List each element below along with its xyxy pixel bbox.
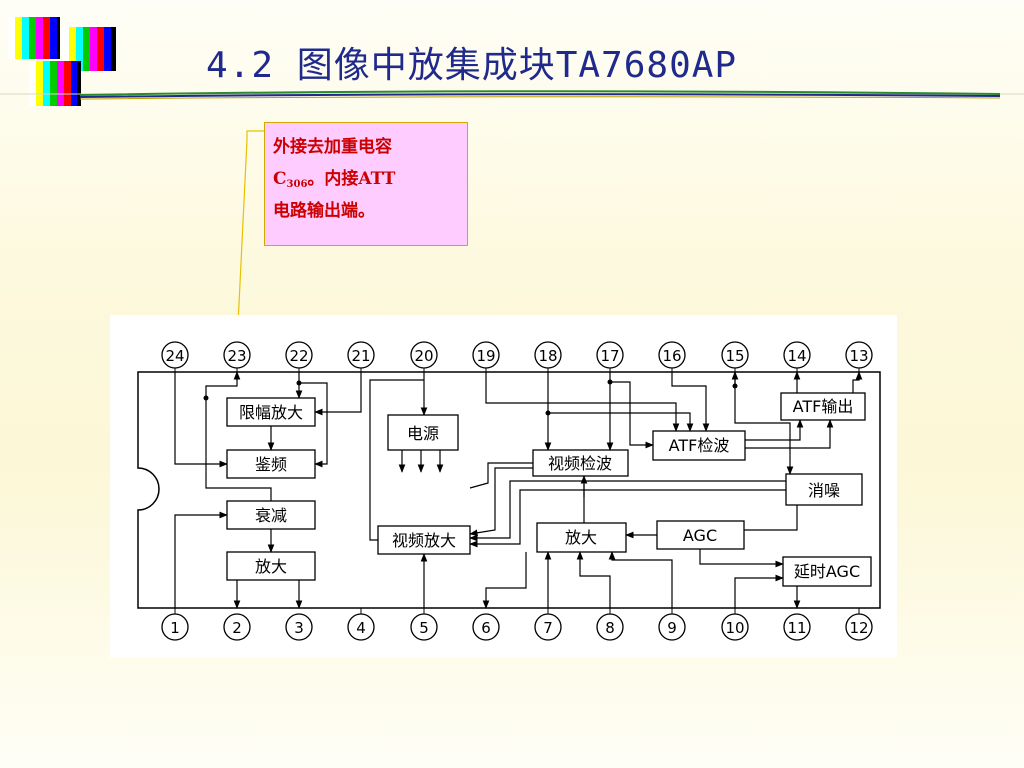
pin-22: 22 (285, 341, 313, 372)
note-line-2-rest: 。内接ATT (307, 169, 396, 189)
pin-13: 13 (845, 341, 873, 372)
block-labels: 限幅放大 鉴频 衰减 放大 电源 视频检波 ATF检波 ATF输出 消噪 视频放… (239, 397, 860, 581)
pin-8: 8 (596, 608, 624, 641)
block-delay-agc (782, 556, 872, 587)
block-atf-output (780, 392, 866, 421)
ta7680ap-schematic: 24 23 22 21 20 19 18 17 16 15 14 13 1 2 … (137, 341, 881, 641)
pin-11: 11 (783, 613, 811, 641)
blocks (226, 392, 872, 587)
ic-outline (137, 371, 881, 609)
pin-17: 17 (596, 341, 624, 372)
pin-label: 6 (481, 619, 491, 637)
annotation-note: 外接去加重电容 C306。内接ATT 电路输出端。 (264, 122, 468, 246)
pin-18: 18 (534, 341, 562, 372)
block-atf-detector (652, 430, 746, 461)
pin-23: 23 (223, 341, 251, 372)
block-noise-cancel (785, 473, 863, 506)
pin-label: 24 (165, 347, 184, 365)
pins-bottom: 1 2 3 4 5 6 7 8 9 10 11 12 (161, 608, 873, 641)
pin-21: 21 (347, 341, 375, 372)
pin-label: 5 (419, 619, 429, 637)
pin-14: 14 (783, 341, 811, 372)
pin-label: 8 (605, 619, 615, 637)
pin-label: 21 (351, 347, 370, 365)
note-line-3: 电路输出端。 (273, 201, 375, 221)
note-component-sub: 306 (286, 179, 308, 190)
label-noise-cancel: 消噪 (808, 481, 840, 500)
pin-label: 9 (667, 619, 677, 637)
page-title: 4.2 图像中放集成块TA7680AP (206, 45, 738, 86)
pin-label: 3 (294, 619, 304, 637)
connections (174, 371, 863, 609)
pin-12: 12 (845, 608, 873, 641)
label-discriminator: 鉴频 (255, 455, 287, 474)
pin-label: 17 (600, 347, 619, 365)
color-bar-block-3 (29, 61, 81, 106)
pin-label: 12 (849, 619, 868, 637)
label-power: 电源 (407, 424, 439, 443)
label-atf-detector: ATF检波 (669, 436, 730, 455)
pin-label: 7 (543, 619, 553, 637)
pin-16: 16 (658, 341, 686, 372)
pins-top: 24 23 22 21 20 19 18 17 16 15 14 13 (161, 341, 873, 372)
label-amp-left: 放大 (255, 557, 287, 576)
pin-7: 7 (534, 608, 562, 641)
label-limiter: 限幅放大 (239, 403, 303, 422)
block-limiter (226, 397, 316, 427)
color-bars-logo (8, 17, 116, 106)
pin-label: 20 (414, 347, 433, 365)
label-delay-agc: 延时AGC (794, 562, 860, 581)
pin-4: 4 (347, 608, 375, 641)
pin-label: 14 (787, 347, 806, 365)
pin-3: 3 (285, 613, 313, 641)
pin-label: 13 (849, 347, 868, 365)
block-amp-left (226, 551, 316, 581)
pin-6: 6 (472, 613, 500, 641)
note-line-2: C306。内接ATT (273, 163, 459, 195)
block-diagram: 24 23 22 21 20 19 18 17 16 15 14 13 1 2 … (110, 315, 897, 658)
pin-label: 15 (725, 347, 744, 365)
pin-label: 22 (289, 347, 308, 365)
pin-24: 24 (161, 341, 189, 372)
note-line-1: 外接去加重电容 (273, 137, 392, 157)
pin-label: 16 (662, 347, 681, 365)
pin-2: 2 (223, 613, 251, 641)
note-component: C (273, 169, 287, 189)
pin-label: 10 (725, 619, 744, 637)
title-underline (0, 90, 1024, 100)
pin-label: 2 (232, 619, 242, 637)
label-video-amp: 视频放大 (392, 531, 456, 550)
label-video-detector: 视频检波 (548, 454, 612, 473)
junctions (203, 379, 738, 416)
label-attenuator: 衰减 (255, 506, 287, 525)
pin-label: 19 (476, 347, 495, 365)
pin-15: 15 (721, 341, 749, 372)
label-amp-mid: 放大 (565, 528, 597, 547)
pin-10: 10 (721, 608, 749, 641)
pin-1: 1 (161, 608, 189, 641)
pin-20: 20 (410, 341, 438, 372)
block-agc (656, 520, 745, 550)
pin-19: 19 (472, 341, 500, 372)
label-atf-output: ATF输出 (793, 397, 854, 416)
pin-label: 18 (538, 347, 557, 365)
color-bar-block-2 (62, 27, 116, 71)
pin-9: 9 (658, 608, 686, 641)
pin-label: 1 (170, 619, 180, 637)
pin-label: 11 (787, 619, 806, 637)
pin-label: 23 (227, 347, 246, 365)
pin-label: 4 (356, 619, 366, 637)
color-bar-block-1 (8, 17, 60, 59)
pin-5: 5 (410, 608, 438, 641)
label-agc: AGC (683, 526, 717, 545)
